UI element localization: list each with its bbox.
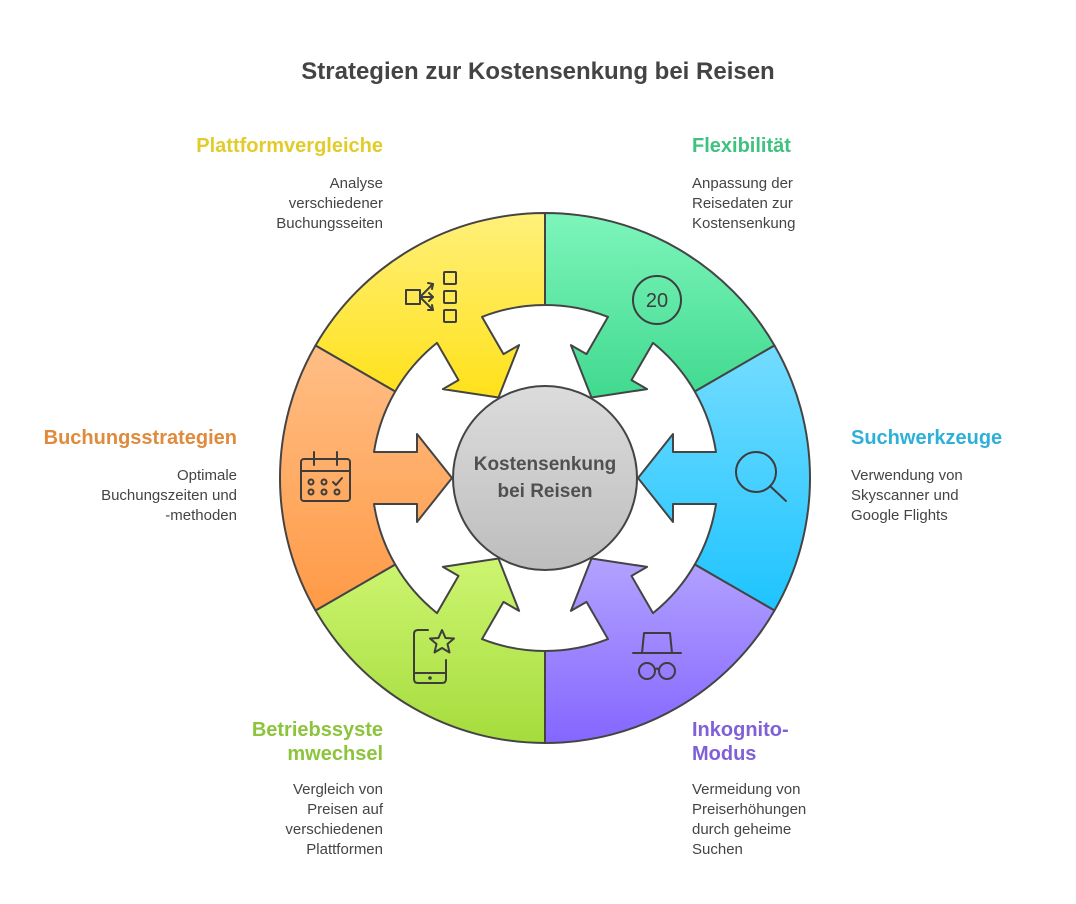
heading-flexibilitaet: Flexibilität [692,135,791,157]
desc-line: Anpassung der [692,175,793,192]
desc-line: durch geheime [692,821,792,838]
desc-line: Buchungszeiten und [101,487,237,504]
desc-line: Verwendung von [851,467,963,484]
desc-line: -methoden [165,507,237,524]
mobile-star-icon [413,629,455,684]
heading-inkognito-modus: Inkognito- Modus [692,718,932,766]
desc-line: Plattformen [306,841,383,858]
desc-line: Analyse [329,175,383,192]
desc-suchwerkzeuge: Verwendung von Skyscanner und Google Fli… [851,466,1071,526]
desc-line: Suchen [692,841,743,858]
desc-line: verschiedenen [285,821,383,838]
desc-line: Skyscanner und [851,487,959,504]
heading-suchwerkzeuge: Suchwerkzeuge [851,427,1003,449]
desc-line: Vergleich von [292,781,383,798]
desc-line: Optimale [176,467,237,484]
heading-line: mwechsel [287,743,383,765]
page-title: Strategien zur Kostensenkung bei Reisen [301,58,775,85]
desc-line: Preiserhöhungen [692,801,807,818]
center-label-line2: bei Reisen [497,481,593,502]
desc-line: Preisen auf [307,801,383,818]
desc-flexibilitaet: Anpassung der Reisedaten zur Kostensenku… [692,174,932,234]
desc-plattformvergleiche: Analyse verschiedener Buchungsseiten [143,174,383,234]
heading-buchungsstrategien: Buchungsstrategien [43,427,237,449]
desc-line: Buchungsseiten [276,215,383,232]
search-icon [735,451,787,502]
desc-betriebssystemwechsel: Vergleich von Preisen auf verschiedenen … [143,780,383,860]
center-circle [452,385,638,571]
desc-inkognito-modus: Vermeidung von Preiserhöhungen durch geh… [692,780,932,860]
block-buchungsstrategien: Buchungsstrategien Optimale Buchungszeit… [0,426,237,526]
center-label-line1: Kostensenkung [473,454,617,475]
heading-plattformvergleiche: Plattformvergleiche [196,135,383,157]
desc-line: verschiedener [288,195,383,212]
calendar-20-icon: 20 [632,275,682,325]
segment-buchung [279,344,453,612]
desc-line: Google Flights [851,507,948,524]
block-flexibilitaet: Flexibilität Anpassung der Reisedaten zu… [692,134,932,234]
block-plattformvergleiche: Plattformvergleiche Analyse verschiedene… [143,134,383,234]
segment-such [637,344,811,612]
center-label: Kostensenkung bei Reisen [453,451,637,505]
calendar-check-icon [300,451,351,502]
block-betriebssystemwechsel: Betriebssyste mwechsel Vergleich von Pre… [143,718,383,860]
heading-line: Modus [692,743,757,765]
block-suchwerkzeuge: Suchwerkzeuge Verwendung von Skyscanner … [851,426,1071,526]
desc-buchungsstrategien: Optimale Buchungszeiten und -methoden [0,466,237,526]
block-inkognito-modus: Inkognito- Modus Vermeidung von Preiserh… [692,718,932,860]
desc-line: Reisedaten zur [692,195,793,212]
heading-line: Inkognito- [692,719,789,741]
desc-line: Vermeidung von [692,781,801,798]
heading-betriebssystemwechsel: Betriebssyste mwechsel [143,718,383,766]
heading-line: Betriebssyste [251,719,383,741]
desc-line: Kostensenkung [692,215,796,232]
incognito-icon [632,632,682,680]
icon-number: 20 [646,290,668,312]
process-split-icon [405,271,457,323]
